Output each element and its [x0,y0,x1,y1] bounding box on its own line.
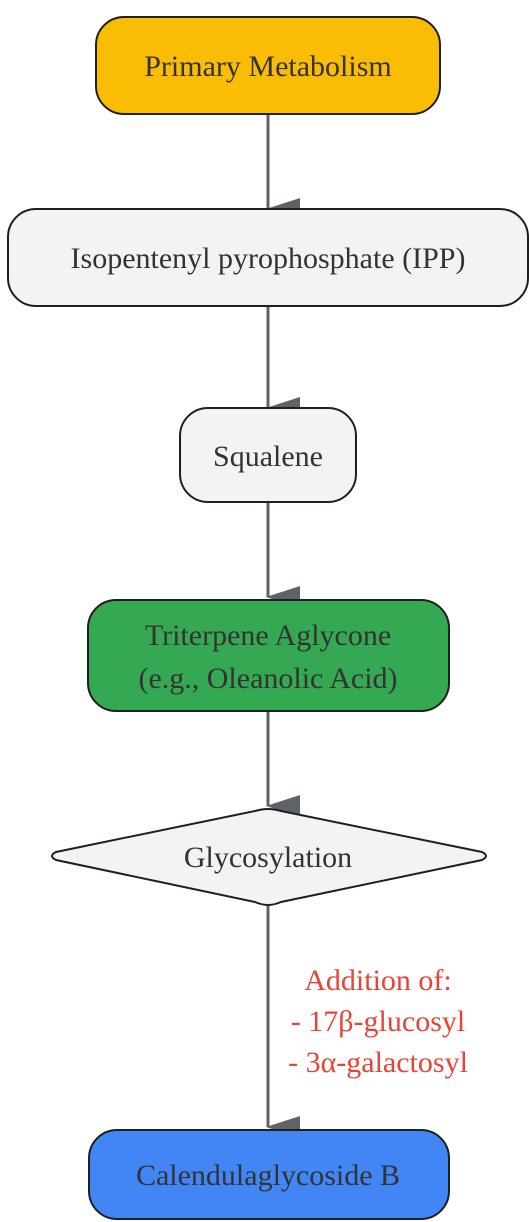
node-primary-metabolism: Primary Metabolism [95,16,441,115]
edge-label-line-2: - 17β-glucosyl [291,1005,465,1038]
node-ipp: Isopentenyl pyrophosphate (IPP) [7,208,529,307]
node-glycosylation-diamond [51,807,487,907]
node-triterpene-aglycone-box [87,599,450,712]
node-primary-metabolism-box [95,16,441,115]
node-primary-metabolism-label: Primary Metabolism [144,50,391,83]
node-glycosylation: Glycosylation [51,807,487,907]
node-triterpene-aglycone-label-2: (e.g., Oleanolic Acid) [138,662,397,695]
edge-label-line-1: Addition of: [304,964,452,997]
node-glycosylation-label: Glycosylation [184,841,352,874]
node-calendulaglycoside-b: Calendulaglycoside B [88,1129,450,1220]
node-squalene-box [179,407,357,503]
node-calendulaglycoside-b-label: Calendulaglycoside B [136,1159,400,1192]
node-calendulaglycoside-b-box [88,1129,450,1220]
node-triterpene-aglycone: Triterpene Aglycone (e.g., Oleanolic Aci… [87,599,450,712]
node-ipp-box [7,208,529,307]
node-squalene: Squalene [179,407,357,503]
node-triterpene-aglycone-label-1: Triterpene Aglycone [145,619,391,652]
node-squalene-label: Squalene [213,440,323,473]
node-ipp-label: Isopentenyl pyrophosphate (IPP) [71,242,466,275]
edge-label-line-3: - 3α-galactosyl [288,1046,468,1079]
edge-label-glycosylation: Addition of: - 17β-glucosyl - 3α-galacto… [288,964,468,1079]
